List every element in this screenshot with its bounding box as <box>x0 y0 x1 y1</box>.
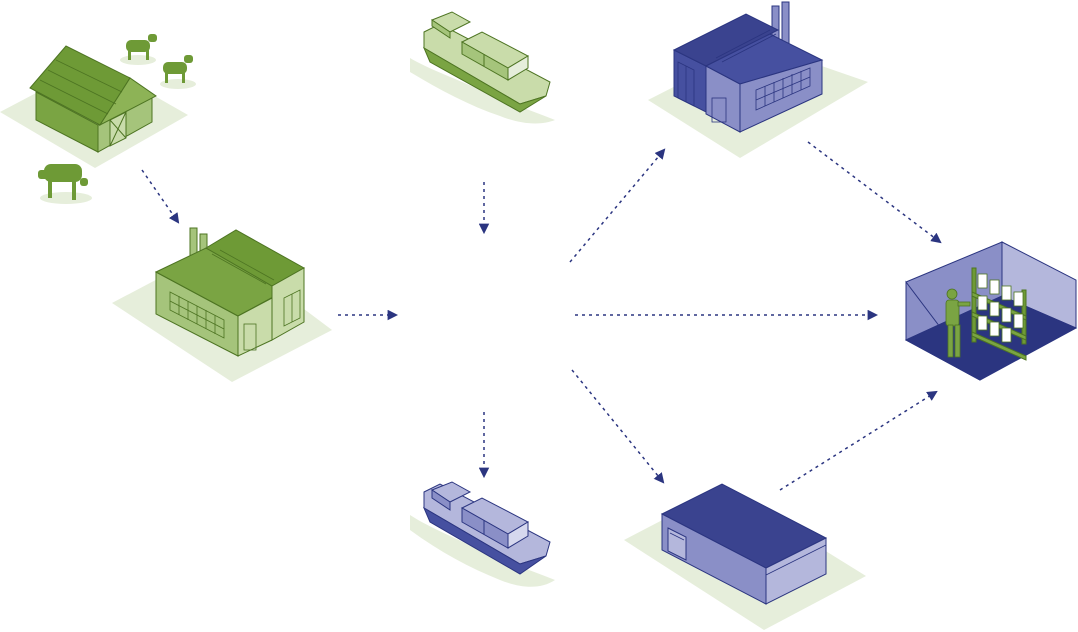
cow-icon <box>38 164 92 204</box>
store-shelf-with-person-icon <box>904 241 1078 381</box>
cow-icon <box>120 34 157 65</box>
green-cargo-ship-icon <box>410 11 555 124</box>
farm-node <box>0 34 196 204</box>
arrow-farm-to-plant <box>141 169 180 224</box>
processing-plant-node <box>112 227 332 382</box>
manufacturer-node <box>648 1 868 158</box>
export-ship-node <box>410 11 555 124</box>
person-icon <box>945 288 971 358</box>
flow-arrows <box>141 141 942 491</box>
warehouse-node <box>624 483 866 630</box>
import-ship-node <box>410 481 555 587</box>
blue-warehouse-icon <box>624 483 866 630</box>
arrow-hub-to-warehouse <box>571 369 665 484</box>
retail-store-node <box>904 241 1078 381</box>
blue-factory-icon <box>648 1 868 158</box>
barn-with-cows-icon <box>0 34 196 204</box>
arrow-manufacturer-to-store <box>807 141 942 244</box>
arrow-hub-to-manufacturer <box>569 148 666 263</box>
green-factory-icon <box>112 227 332 382</box>
arrow-warehouse-to-store <box>779 390 938 491</box>
blue-cargo-ship-icon <box>410 481 555 587</box>
cow-icon <box>160 55 196 89</box>
